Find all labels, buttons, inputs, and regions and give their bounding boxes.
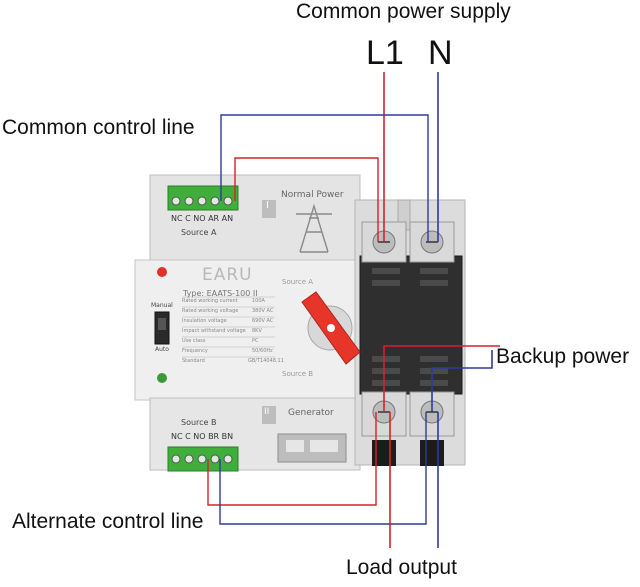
indicator-light-a xyxy=(157,267,167,277)
common-control-line-label: Common control line xyxy=(2,116,195,139)
wire-backup-red xyxy=(383,345,500,412)
load-output-label: Load output xyxy=(346,556,457,579)
generator-label: Generator xyxy=(288,408,334,418)
spec-value-4: PC xyxy=(252,338,259,344)
source-a-label: Source A xyxy=(181,228,217,237)
source-b-label-2: Source B xyxy=(282,370,314,378)
terminal-block-a xyxy=(167,185,239,211)
generator-icon xyxy=(277,433,347,463)
wire-backup-blue xyxy=(431,350,493,412)
brand-label: EARU xyxy=(202,265,253,285)
section-i-label: I xyxy=(266,200,269,211)
spec-value-0: 100A xyxy=(252,298,265,304)
section-ii-label: II xyxy=(264,407,270,417)
wire-common-control-blue xyxy=(220,114,429,242)
spec-label-1: Rated working voltage xyxy=(182,308,239,314)
spec-value-5: 50/60Hz xyxy=(252,348,273,354)
spec-label-4: Use class xyxy=(182,338,206,344)
terminal-b-label: NC C NO BR BN xyxy=(171,432,234,441)
spec-label-3: Impact withstand voltage xyxy=(182,328,246,334)
wire-alt-control-blue xyxy=(219,412,427,525)
normal-power-label: Normal Power xyxy=(281,190,344,200)
common-power-supply-label: Common power supply xyxy=(296,0,511,23)
wire-alt-control-red xyxy=(207,412,377,506)
spec-label-6: Standard xyxy=(182,358,205,364)
terminal-a-label: NC C NO AR AN xyxy=(171,214,234,223)
source-a-label-2: Source A xyxy=(282,278,314,286)
spec-value-2: 690V AC xyxy=(252,318,274,324)
manual-label: Manual xyxy=(151,302,173,309)
backup-power-label: Backup power xyxy=(496,345,630,368)
spec-value-1: 380V AC xyxy=(252,308,274,314)
type-label: Type: EAATS-100 II xyxy=(183,289,258,298)
spec-value-3: 8KV xyxy=(252,328,262,334)
spec-label-0: Rated working current xyxy=(182,298,238,304)
indicator-light-b xyxy=(157,373,167,383)
transfer-handle[interactable] xyxy=(301,291,361,365)
spec-label-5: Frequency xyxy=(182,348,208,354)
source-b-label: Source B xyxy=(181,418,217,427)
auto-label: Auto xyxy=(155,346,169,353)
wire-common-control-red xyxy=(234,157,379,242)
n-label: N xyxy=(428,34,453,72)
spec-value-6: GB/T14048.11 xyxy=(248,358,284,364)
l1-label: L1 xyxy=(366,34,404,72)
power-tower-icon xyxy=(296,203,332,253)
spec-label-2: Insulation voltage xyxy=(182,318,227,324)
terminal-block-b xyxy=(167,446,239,472)
alternate-control-line-label: Alternate control line xyxy=(12,510,204,533)
